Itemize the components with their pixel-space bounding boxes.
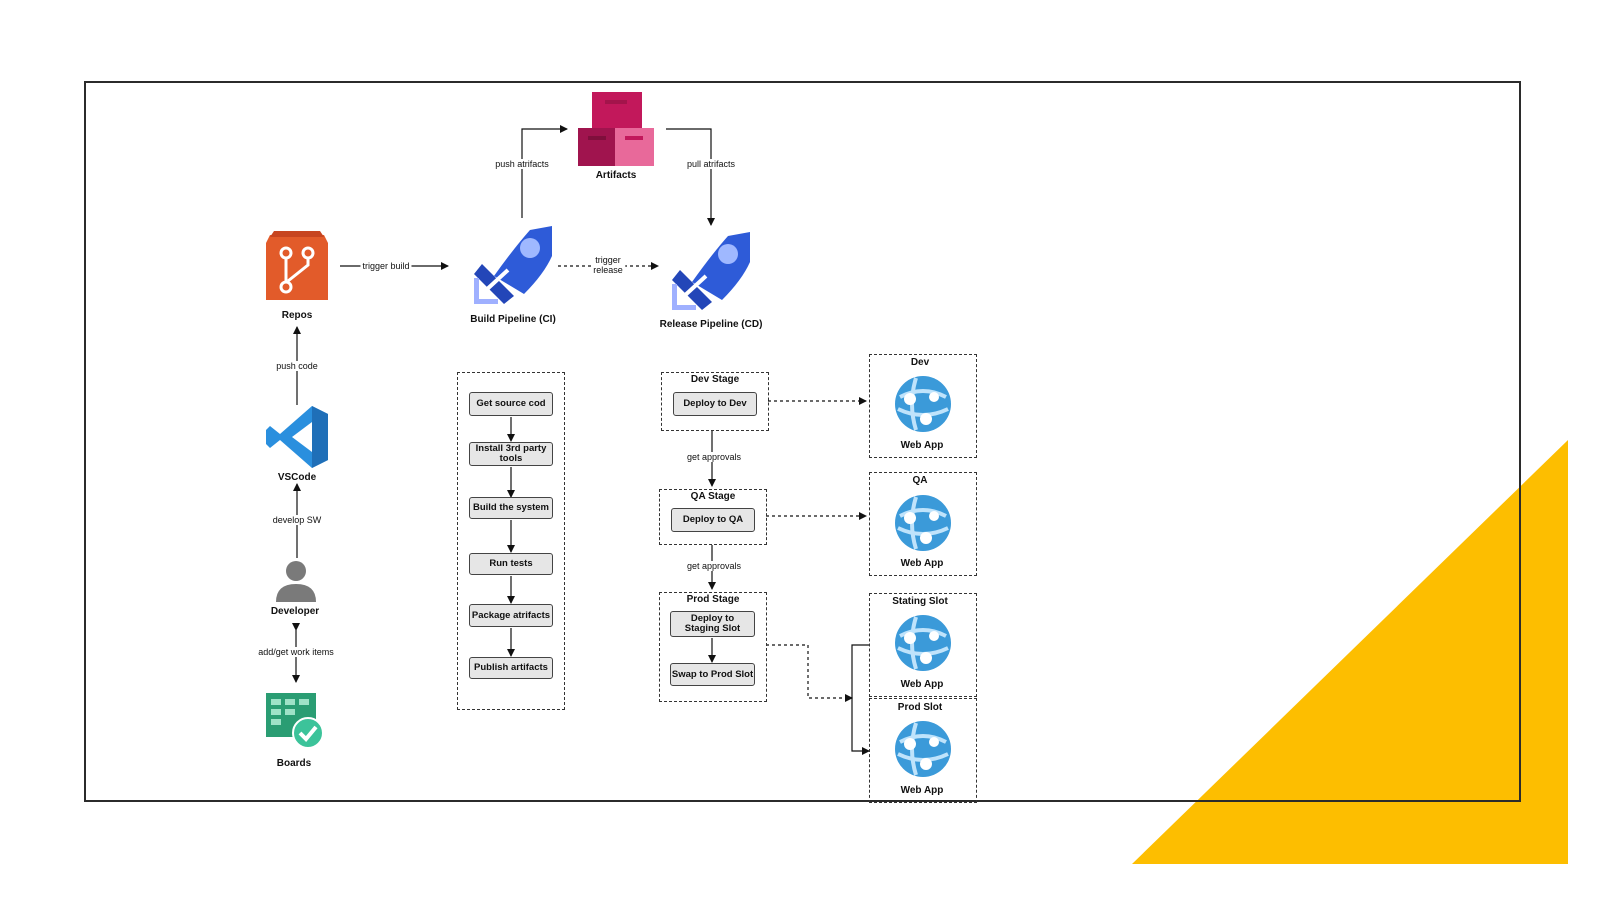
edge-label-get-approvals-1: get approvals xyxy=(684,452,744,462)
edge-label-trigger-build: trigger build xyxy=(360,261,412,271)
build-step-install-tools: Install 3rd party tools xyxy=(469,442,553,466)
target-dev-title: Dev xyxy=(910,357,930,368)
build-step-package: Package atrifacts xyxy=(469,604,553,627)
diagram-frame xyxy=(84,81,1521,802)
deploy-to-staging-step: Deploy to Staging Slot xyxy=(670,611,755,637)
edge-push-artifacts xyxy=(521,125,568,218)
target-dev-webapp-label: Web App xyxy=(900,440,944,451)
vscode-label: VSCode xyxy=(277,472,317,483)
build-pipeline-label: Build Pipeline (CI) xyxy=(470,314,556,325)
artifacts-icon xyxy=(578,92,654,166)
build-steps-container xyxy=(457,372,565,710)
deploy-to-dev-step: Deploy to Dev xyxy=(673,392,757,416)
repos-label: Repos xyxy=(281,310,313,321)
developer-label: Developer xyxy=(270,606,320,617)
boards-icon xyxy=(266,693,324,749)
web-app-icon xyxy=(895,376,951,432)
build-step-publish: Publish artifacts xyxy=(469,657,553,679)
edge-label-push-artifacts: push atrifacts xyxy=(493,159,551,169)
dev-stage-box xyxy=(661,372,769,431)
prod-stage-title: Prod Stage xyxy=(686,594,740,605)
target-qa-title: QA xyxy=(912,475,928,486)
swap-to-prod-step: Swap to Prod Slot xyxy=(670,663,755,686)
target-staging-slot-webapp-label: Web App xyxy=(900,679,944,690)
developer-user-icon xyxy=(276,561,316,602)
edge-label-pull-artifacts: pull atrifacts xyxy=(684,159,738,169)
prod-stage-box xyxy=(659,592,767,702)
edge-label-push-code: push code xyxy=(274,361,320,371)
build-step-run-tests: Run tests xyxy=(469,553,553,575)
target-staging-slot-box xyxy=(869,593,977,697)
release-pipeline-label: Release Pipeline (CD) xyxy=(659,319,763,330)
release-pipeline-icon xyxy=(672,232,750,310)
web-app-icon xyxy=(895,721,951,777)
target-prod-slot-title: Prod Slot xyxy=(897,702,943,713)
target-staging-slot-title: Stating Slot xyxy=(892,596,948,607)
repos-icon xyxy=(266,231,328,300)
web-app-icon xyxy=(895,615,951,671)
qa-stage-box xyxy=(659,489,767,545)
dev-stage-title: Dev Stage xyxy=(690,374,740,385)
web-app-icon xyxy=(895,495,951,551)
boards-label: Boards xyxy=(276,758,312,769)
edge-label-develop-sw: develop SW xyxy=(270,515,324,525)
deploy-to-qa-step: Deploy to QA xyxy=(671,508,755,532)
target-prod-slot-box xyxy=(869,698,977,803)
artifacts-label: Artifacts xyxy=(595,170,637,181)
edge-pull-artifacts xyxy=(666,128,715,226)
edge-label-work-items: add/get work items xyxy=(256,647,336,657)
build-pipeline-icon xyxy=(474,226,552,304)
vscode-icon xyxy=(266,406,328,468)
target-qa-box xyxy=(869,472,977,576)
build-step-build-system: Build the system xyxy=(469,497,553,519)
edge-label-trigger-release: trigger release xyxy=(591,255,625,275)
build-step-get-source: Get source cod xyxy=(469,392,553,416)
target-prod-slot-webapp-label: Web App xyxy=(900,785,944,796)
qa-stage-title: QA Stage xyxy=(690,491,736,502)
target-qa-webapp-label: Web App xyxy=(900,558,944,569)
target-dev-box xyxy=(869,354,977,458)
edge-label-get-approvals-2: get approvals xyxy=(684,561,744,571)
